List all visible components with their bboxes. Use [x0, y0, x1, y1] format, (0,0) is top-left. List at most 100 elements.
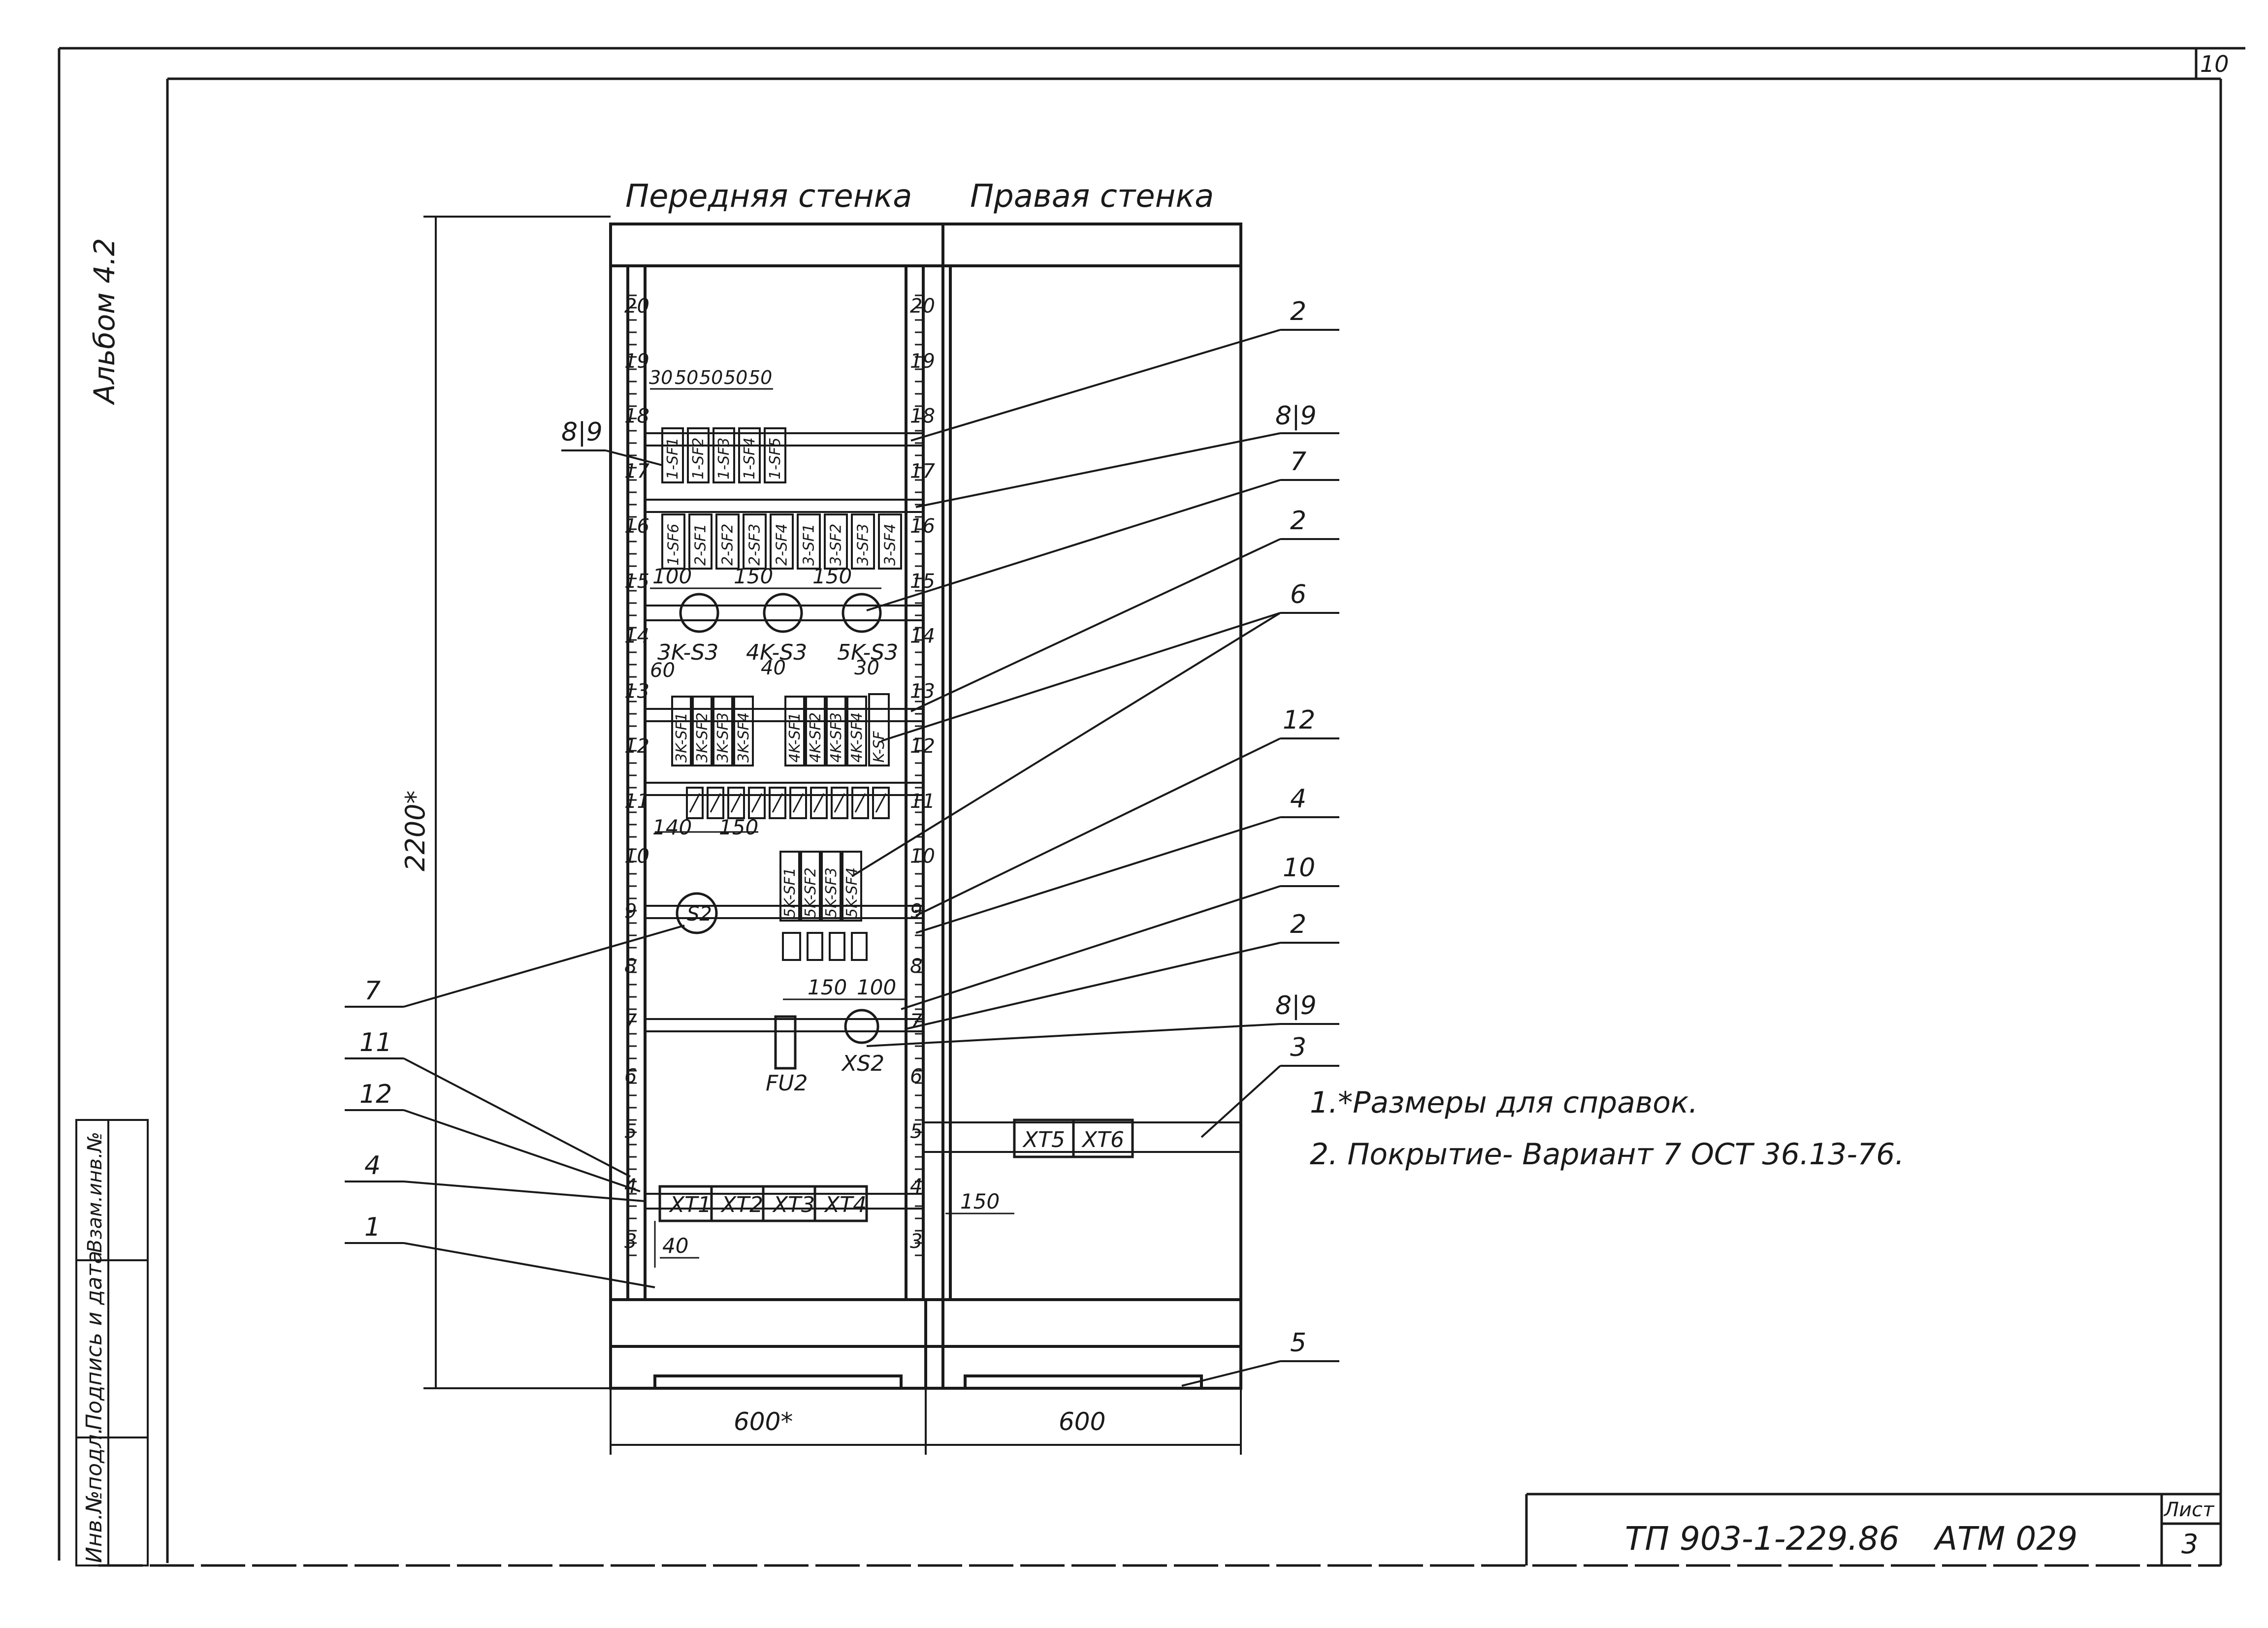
breaker-b-1 — [805, 696, 826, 766]
breaker-a-2 — [713, 696, 733, 766]
callout-8-9a: 8|9 — [1275, 401, 1317, 431]
terminal-xt6-label: XT6 — [1081, 1127, 1124, 1152]
device-row2-3 — [743, 513, 767, 570]
device-row2-1-label: 2-SF1 — [692, 524, 710, 566]
device-row2-4 — [770, 513, 794, 570]
ruler-num-right-17: 17 — [910, 460, 935, 482]
ruler-num-right-7: 7 — [910, 1010, 923, 1033]
breaker-a-1-label: 3K-SF2 — [694, 712, 711, 763]
dim-row1-2: 50 — [699, 367, 723, 388]
device-row2-7-label: 3-SF3 — [855, 524, 872, 566]
dim-right-150: 150 — [960, 1189, 1000, 1213]
breaker-5k-2 — [821, 851, 842, 922]
module-9 — [872, 787, 890, 819]
dim-row1-0: 30 — [649, 367, 673, 388]
doc-code: ТП 903-1-229.86 — [1625, 1520, 1899, 1558]
dim-bottom-40: 40 — [662, 1234, 688, 1258]
breaker-b-2 — [826, 696, 846, 766]
callout-7a: 7 — [1290, 447, 1306, 477]
ruler-num-right-5: 5 — [910, 1120, 922, 1143]
dim-breakers-0: 60 — [650, 659, 675, 682]
callout-4b: 4 — [364, 1151, 381, 1181]
ruler-num-left-18: 18 — [624, 405, 649, 428]
device-row2-0 — [661, 513, 685, 570]
ruler-num-left-19: 19 — [624, 350, 649, 373]
callout-6: 6 — [1290, 580, 1306, 609]
breaker-b-0-label: 4K-SF1 — [786, 712, 804, 763]
small-module-row — [782, 932, 868, 961]
device-row2-8-label: 3-SF4 — [882, 524, 899, 566]
callout-2a: 2 — [1290, 297, 1306, 326]
ruler-num-left-14: 14 — [624, 625, 649, 648]
breaker-b-0 — [784, 696, 805, 766]
ruler-num-right-13: 13 — [910, 680, 935, 702]
callout-12b: 12 — [359, 1080, 392, 1109]
ruler-num-left-12: 12 — [624, 735, 649, 758]
ruler-num-left-20: 20 — [624, 295, 649, 318]
ruler-num-left-5: 5 — [624, 1120, 637, 1143]
breaker-a-2-label: 3K-SF3 — [714, 712, 732, 763]
sheet-number-corner: 10 — [2200, 51, 2229, 77]
ruler-num-left-10: 10 — [624, 845, 649, 868]
device-row2-0-label: 1-SF6 — [665, 524, 682, 566]
title-block: ТП 903-1-229.86 АТМ 029 Лист 3 — [1525, 1493, 2221, 1565]
breaker-a-3 — [733, 696, 754, 766]
module-3 — [748, 787, 766, 819]
device-row1-3-label: 1-SF4 — [741, 438, 758, 479]
callout-8-9b: 8|9 — [1275, 991, 1317, 1021]
dim-lamps-2: 150 — [812, 564, 852, 588]
sheet-frame — [58, 47, 2245, 1567]
device-row1-0-label: 1-SF1 — [664, 438, 681, 479]
ruler-num-left-6: 6 — [624, 1065, 637, 1088]
ruler-num-right-9: 9 — [910, 900, 922, 923]
dim-breakers-1: 40 — [761, 657, 786, 679]
ruler-num-left-15: 15 — [624, 570, 649, 593]
sheet-label: Лист — [2163, 1499, 2215, 1521]
breaker-5k-1 — [800, 851, 821, 922]
ruler-num-right-14: 14 — [910, 625, 935, 648]
stamp-vzam-inv: Взам.инв.№ — [84, 1132, 106, 1253]
ruler-num-left-17: 17 — [624, 460, 649, 482]
breaker-a-3-label: 3K-SF4 — [735, 712, 752, 763]
breaker-b-3-label: 4K-SF4 — [848, 712, 866, 763]
breaker-a-0-label: 3K-SF1 — [673, 712, 690, 763]
ruler-num-left-8: 8 — [624, 955, 637, 978]
ruler-num-right-18: 18 — [910, 405, 935, 428]
breaker-c — [868, 693, 890, 766]
ruler-num-right-15: 15 — [910, 570, 935, 593]
device-row2-5-label: 3-SF1 — [801, 524, 818, 566]
module-7 — [831, 787, 848, 819]
module-5 — [789, 787, 807, 819]
device-row2-2-label: 2-SF2 — [719, 524, 737, 566]
breaker-b-2-label: 4K-SF3 — [828, 712, 845, 763]
switch-s2-label: S2 — [687, 903, 712, 926]
lamp-label-5k: 5K-S3 — [837, 640, 898, 665]
ruler-num-left-16: 16 — [624, 515, 649, 538]
terminal-xt2-label: XT2 — [720, 1192, 763, 1217]
dim-height: 2200* — [400, 791, 431, 871]
dim-fuse-1: 100 — [857, 975, 896, 999]
module-2 — [727, 787, 745, 819]
ruler-num-right-3: 3 — [910, 1230, 922, 1253]
ruler-right — [915, 294, 923, 1256]
module-4 — [769, 787, 786, 819]
lamp-4k-s3 — [763, 593, 803, 633]
device-row1-3 — [738, 427, 761, 483]
terminal-xt3-label: XT3 — [772, 1192, 815, 1217]
note-2: 2. Покрытие- Вариант 7 ОСТ 36.13-76. — [1310, 1137, 1904, 1172]
breaker-5k-0 — [779, 851, 800, 922]
dim-width-front: 600* — [734, 1407, 793, 1436]
ruler-num-right-16: 16 — [910, 515, 935, 538]
row-dimensions: 30 50 50 50 50 100 150 150 60 40 30 140 … — [649, 367, 1000, 1258]
ruler-num-left-11: 11 — [624, 790, 649, 813]
ruler-num-right-6: 6 — [910, 1065, 922, 1088]
device-row1-4-label: 1-SF5 — [767, 438, 784, 479]
lamp-5k-s3 — [842, 593, 882, 633]
ruler-num-right-10: 10 — [910, 845, 935, 868]
dim-lamps-1: 150 — [734, 564, 773, 588]
ruler-num-left-9: 9 — [624, 900, 637, 923]
ruler-num-left-13: 13 — [624, 680, 649, 702]
ruler-num-left-3: 3 — [624, 1230, 637, 1253]
